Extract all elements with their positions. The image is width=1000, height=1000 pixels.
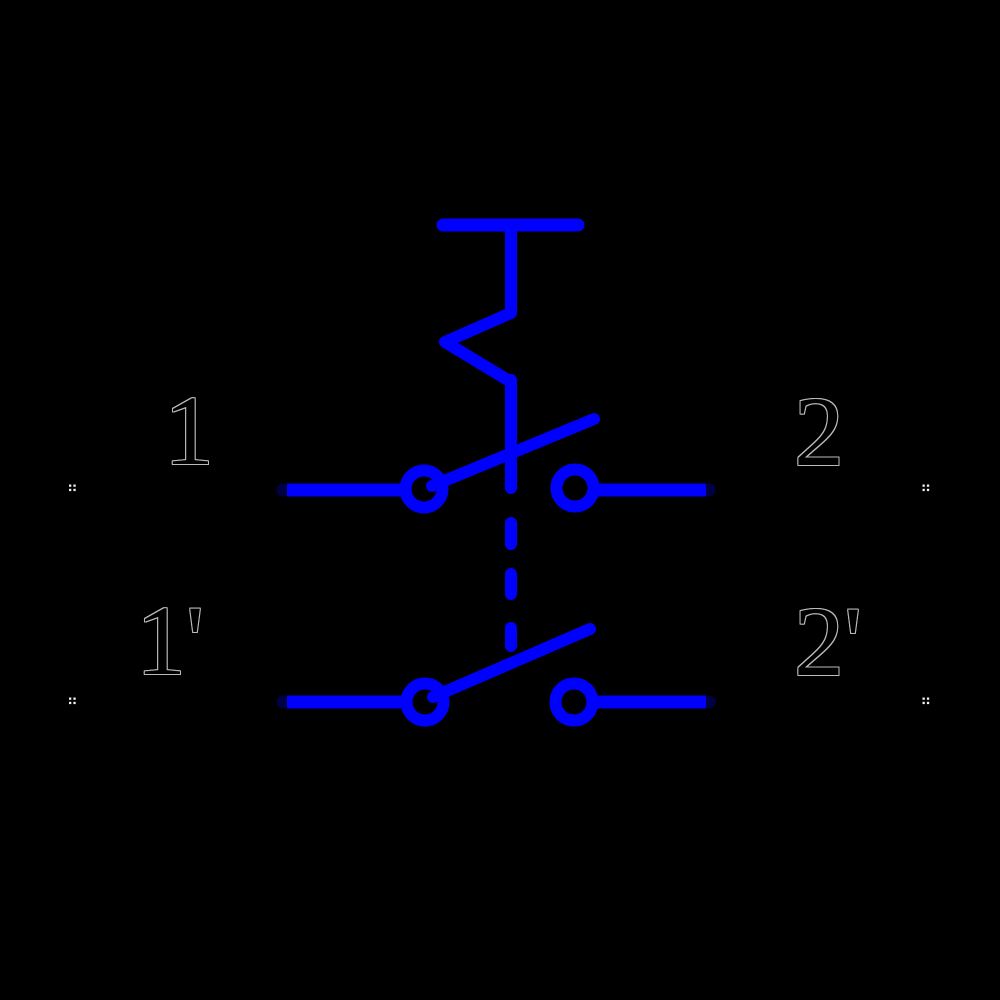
pin-marker-icon xyxy=(922,697,930,705)
wire-end-cap-icon xyxy=(276,483,290,497)
pole1-right-contact-circle xyxy=(550,463,600,513)
pin-label-1: 1 xyxy=(164,375,214,486)
pin-label-1-prime: 1' xyxy=(136,585,205,696)
pole1-left-contact-circle xyxy=(399,464,449,514)
pole2-switch-lever xyxy=(427,623,596,703)
pin-marker-icon xyxy=(69,484,76,492)
wire-end-cap-icon xyxy=(276,695,290,709)
pole2-right-contact-circle xyxy=(549,677,599,727)
pole2-left-contact-circle xyxy=(400,677,450,727)
pin-marker-icon xyxy=(922,484,930,492)
pole1-switch-lever xyxy=(426,413,600,492)
pin-label-2-prime: 2' xyxy=(794,586,863,697)
pin-marker-icon xyxy=(69,697,76,705)
thermal-zigzag-icon xyxy=(439,307,517,388)
pin-markers xyxy=(69,484,930,705)
pin-label-2: 2 xyxy=(794,376,844,487)
